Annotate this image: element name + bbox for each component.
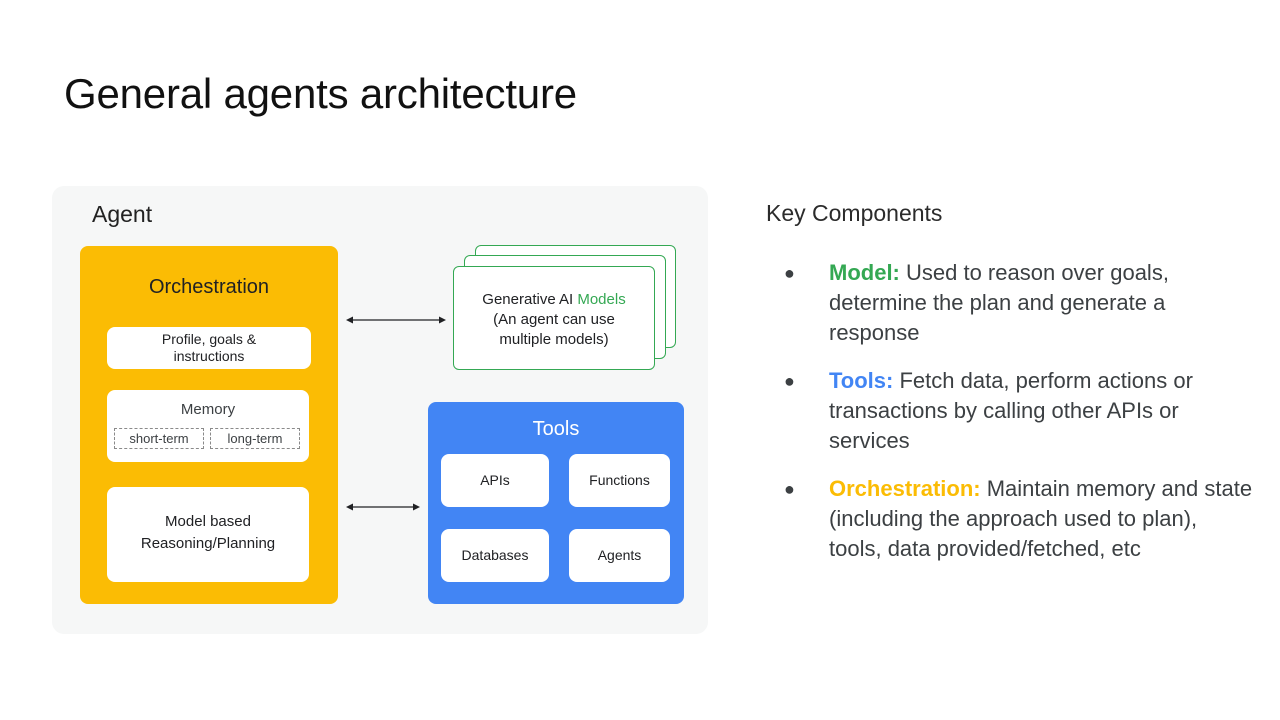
slide-title: General agents architecture [64,70,577,117]
tool-functions: Functions [569,454,670,507]
key-components-title: Key Components [766,200,943,226]
models-card: Generative AI Models (An agent can use m… [453,266,655,370]
tools-title: Tools [532,418,580,440]
tool-agents: Agents [569,529,670,582]
agent-label: Agent [92,201,153,227]
bullet-icon: ● [784,479,795,499]
models-line-2: (An agent can use [493,311,615,328]
models-prefix: Generative AI [482,291,578,308]
models-line-1: Generative AI Models [454,290,654,310]
profile-line-2: instructions [173,348,245,364]
models-highlight: Models [577,291,626,308]
short-term-memory: short-term [114,428,204,449]
tools-block: Tools APIs Functions Databases Agents [428,402,684,604]
orchestration-description: Maintain memory and state (including the… [829,476,1253,561]
model-description: Used to reason over goals, determine the… [829,260,1169,345]
key-component-tools: ● Tools: Fetch data, perform actions or … [784,366,1254,456]
orchestration-title: Orchestration [148,276,270,298]
tools-description: Fetch data, perform actions or transacti… [829,368,1193,453]
orchestration-models-arrow [346,316,446,324]
tool-apis: APIs [441,454,549,507]
reasoning-line-2: Reasoning/Planning [140,535,276,552]
profile-goals-box: Profile, goals & instructions [107,327,311,369]
bullet-icon: ● [784,371,795,391]
long-term-memory: long-term [210,428,300,449]
profile-line-1: Profile, goals & [161,331,257,347]
bullet-icon: ● [784,263,795,283]
tool-databases: Databases [441,529,549,582]
reasoning-box: Model based Reasoning/Planning [107,487,309,582]
key-components-list: ● Model: Used to reason over goals, dete… [784,258,1254,582]
tools-label: Tools: [829,368,894,393]
model-label: Model: [829,260,900,285]
key-component-model: ● Model: Used to reason over goals, dete… [784,258,1254,348]
orchestration-block: Orchestration Profile, goals & instructi… [80,246,338,604]
memory-box: Memory short-term long-term [107,390,309,462]
reasoning-line-1: Model based [165,513,251,530]
models-line-3: multiple models) [499,331,609,348]
orchestration-label: Orchestration: [829,476,981,501]
key-component-orchestration: ● Orchestration: Maintain memory and sta… [784,474,1254,564]
orchestration-tools-arrow [346,503,420,511]
memory-title: Memory [180,401,236,418]
